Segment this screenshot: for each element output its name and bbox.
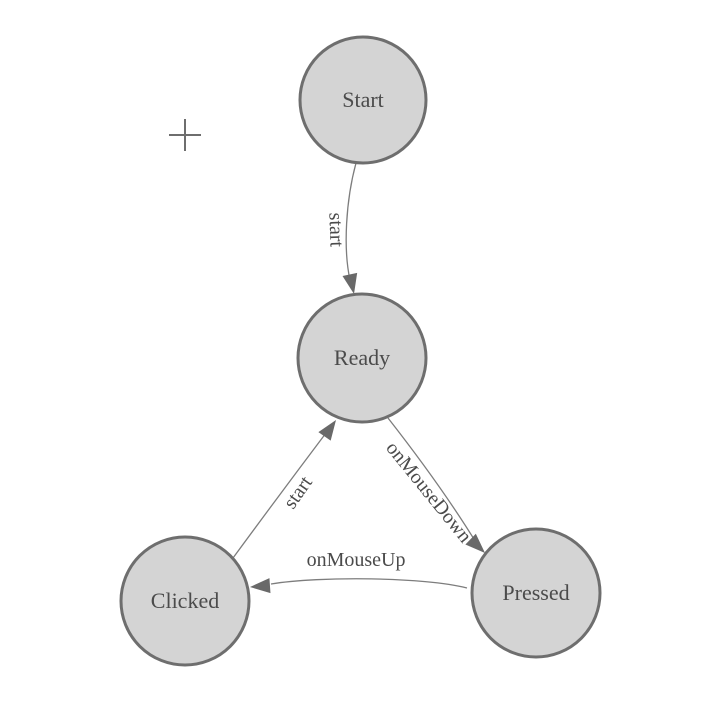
state-node-pressed: Pressed xyxy=(470,527,602,659)
transition-ready-to-pressed: onMouseDown xyxy=(381,417,485,553)
edge-label-clicked-to-ready: start xyxy=(279,472,317,513)
edge-path-pressed-to-clicked[interactable] xyxy=(270,578,468,589)
edge-path-ready-to-pressed[interactable] xyxy=(387,417,478,545)
edge-arrowhead-icon xyxy=(318,420,336,441)
edge-label-start-to-ready: start xyxy=(324,212,347,248)
edge-path-start-to-ready[interactable] xyxy=(345,162,357,281)
state-node-start: Start xyxy=(298,35,428,165)
edge-arrowhead-icon xyxy=(250,578,271,594)
transition-start-to-ready: start xyxy=(324,162,358,294)
transition-pressed-to-clicked: onMouseUp xyxy=(250,549,468,594)
node-circle-start[interactable] xyxy=(298,35,428,165)
edge-label-ready-to-pressed: onMouseDown xyxy=(381,437,476,547)
edge-label-pressed-to-clicked: onMouseUp xyxy=(307,549,406,571)
node-circle-pressed[interactable] xyxy=(470,527,602,659)
edge-arrowhead-icon xyxy=(465,533,485,553)
state-node-clicked: Clicked xyxy=(119,535,251,667)
node-circle-clicked[interactable] xyxy=(119,535,251,667)
transition-clicked-to-ready: start xyxy=(232,420,336,559)
node-circle-ready[interactable] xyxy=(296,292,428,424)
edge-path-clicked-to-ready[interactable] xyxy=(232,428,330,559)
plus-crosshair-icon xyxy=(169,119,201,151)
state-node-ready: Ready xyxy=(296,292,428,424)
edge-arrowhead-icon xyxy=(342,272,358,294)
